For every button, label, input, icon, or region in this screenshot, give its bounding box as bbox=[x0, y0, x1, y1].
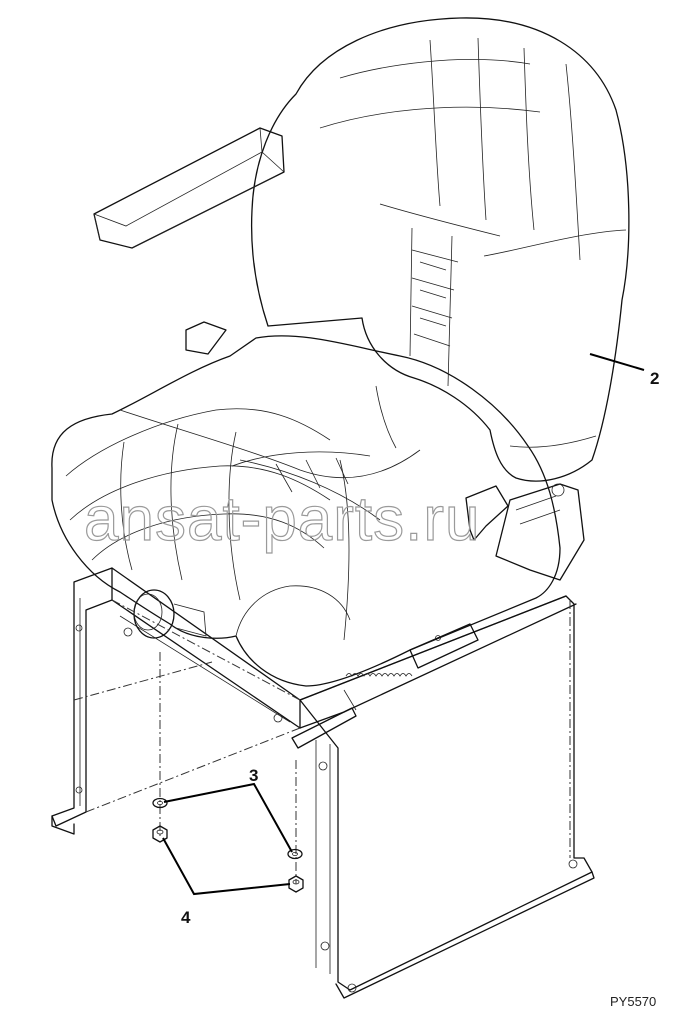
right-mount-bracket bbox=[299, 595, 595, 999]
reference-code: PY5570 bbox=[610, 994, 656, 1009]
leader-lines bbox=[162, 353, 645, 896]
armrest bbox=[93, 127, 285, 355]
left-mount-bracket bbox=[51, 567, 113, 835]
callout-4: 4 bbox=[181, 908, 191, 927]
seat-back bbox=[231, 17, 630, 493]
seat-base-frame bbox=[111, 567, 577, 749]
seat-cushion bbox=[51, 335, 585, 687]
adjustment-knob bbox=[133, 589, 207, 639]
nut-right bbox=[288, 875, 304, 893]
mounting-centerlines bbox=[73, 599, 571, 884]
callout-3: 3 bbox=[249, 766, 258, 785]
washer-right bbox=[287, 848, 303, 860]
callout-2: 2 bbox=[650, 369, 659, 388]
watermark: ansat-parts.ru bbox=[84, 485, 481, 554]
nut-left bbox=[152, 825, 168, 843]
washer-left bbox=[152, 797, 168, 809]
